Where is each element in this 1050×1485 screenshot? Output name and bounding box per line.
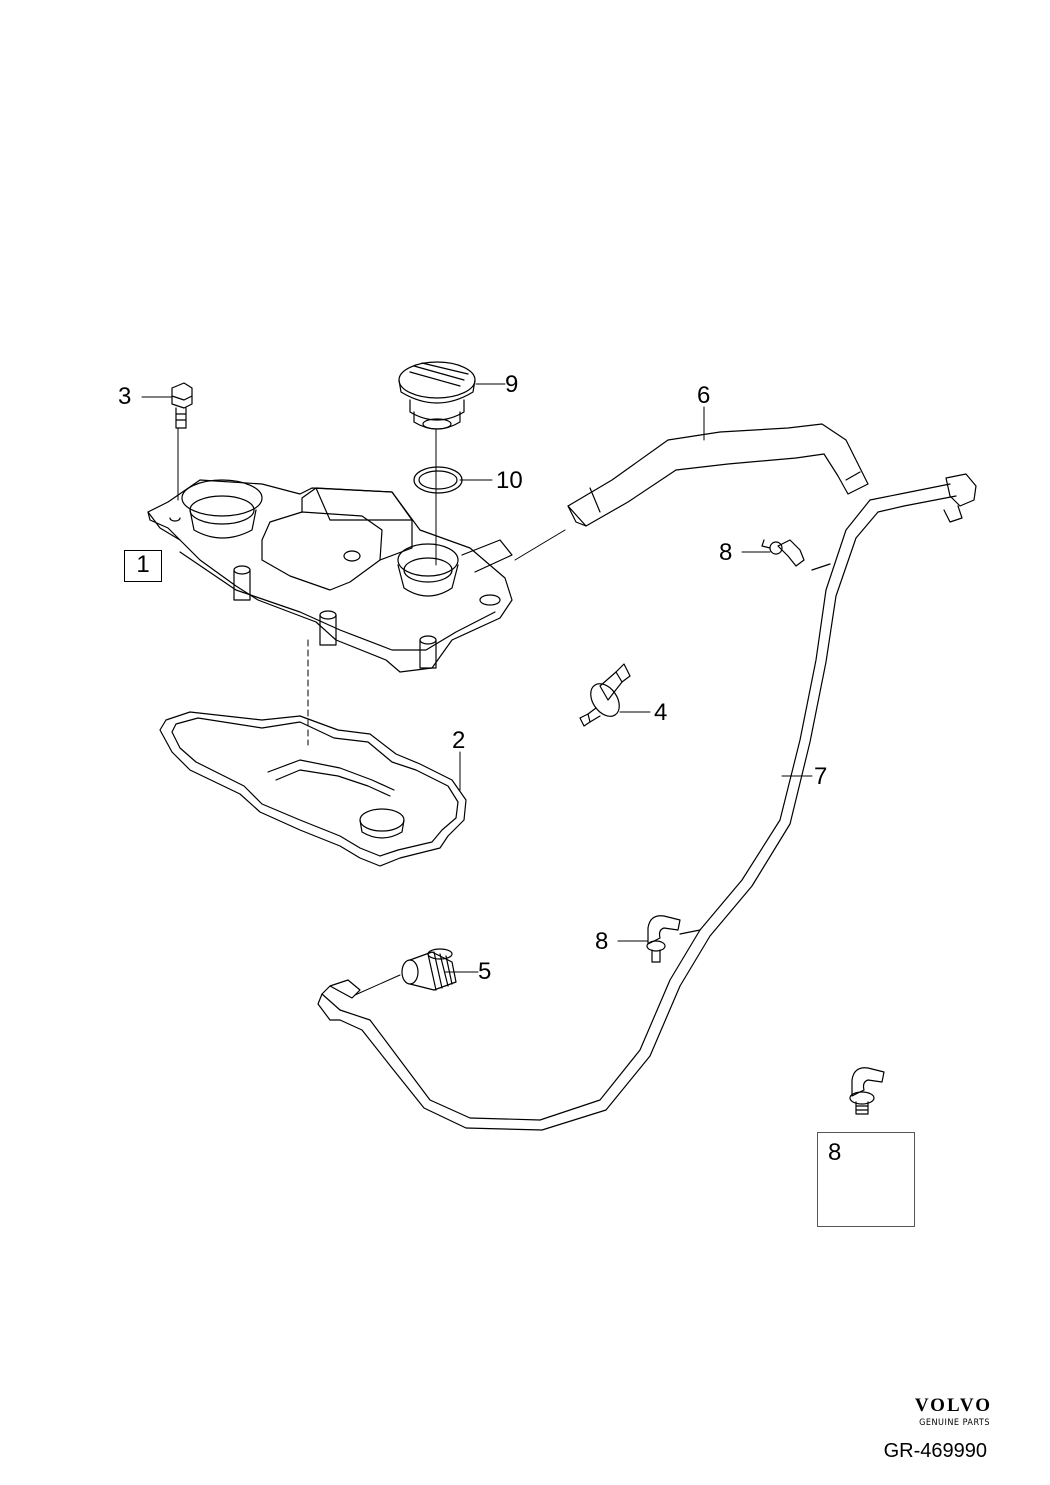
callout-8-upper: 8 bbox=[719, 539, 733, 566]
oil-filler-cap-part bbox=[398, 361, 476, 430]
breather-fitting-part bbox=[401, 948, 457, 991]
crankcase-hose-part bbox=[317, 473, 977, 1131]
callout-4: 4 bbox=[654, 699, 668, 726]
callout-8-lower: 8 bbox=[595, 928, 609, 955]
callout-2: 2 bbox=[452, 727, 466, 754]
check-valve-part bbox=[579, 663, 631, 727]
callout-10: 10 bbox=[496, 467, 523, 494]
inset-box: 8 bbox=[817, 1132, 915, 1227]
leader-lines bbox=[141, 383, 813, 996]
bolt-part bbox=[171, 382, 193, 429]
callout-3: 3 bbox=[118, 383, 132, 410]
brand-logo: VOLVO bbox=[914, 1395, 992, 1416]
callout-5: 5 bbox=[478, 958, 492, 985]
callout-6: 6 bbox=[697, 382, 711, 409]
inset-callout-8: 8 bbox=[828, 1139, 842, 1166]
callout-7: 7 bbox=[814, 763, 828, 790]
callout-9: 9 bbox=[505, 371, 519, 398]
breather-hose-part bbox=[567, 423, 869, 527]
diagram-reference: GR-469990 bbox=[883, 1440, 987, 1462]
gasket-part bbox=[159, 711, 467, 867]
o-ring-part bbox=[413, 466, 463, 494]
oil-separator-housing-part bbox=[147, 479, 513, 673]
inset-clip-drawing bbox=[849, 1067, 885, 1115]
brand-tagline: GENUINE PARTS bbox=[919, 1418, 990, 1428]
hose-clip-lower-part bbox=[646, 915, 681, 963]
callout-1: 1 bbox=[124, 550, 162, 582]
hose-clip-upper-part bbox=[761, 539, 805, 567]
